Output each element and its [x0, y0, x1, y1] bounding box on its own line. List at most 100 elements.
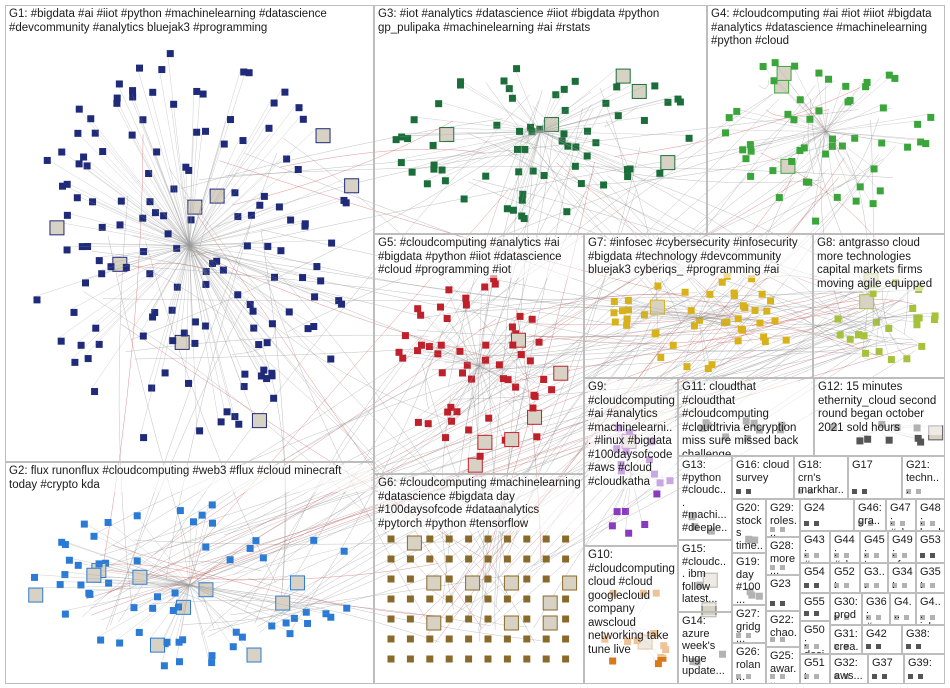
group-panel-g40: G4... [890, 593, 916, 625]
group-panel-g34: G34: #ho... [888, 563, 916, 593]
group-panel-g32: G32: aws... [830, 654, 868, 684]
group-panel-g50: G50: desi... [800, 621, 830, 654]
group-panel-g54: G54 [800, 563, 830, 593]
group-panel-g38: G38: [902, 625, 945, 654]
group-label-g27: G27: gridg... [736, 608, 763, 643]
group-label-g3: G3: #iot #analytics #datascience #iiot #… [378, 8, 704, 35]
group-panel-g17: G17 [848, 456, 902, 499]
group-label-g39: G39: [908, 657, 942, 670]
group-label-g30: G30: prod... [834, 596, 859, 625]
group-panel-g51: G51: crea... [800, 654, 830, 684]
group-label-g31: G31: crea... [834, 628, 859, 654]
group-label-g52: G52: ceo [834, 566, 857, 593]
group-panel-g28: G28: more... [766, 537, 800, 575]
group-panel-g36: G36: #v... [862, 593, 890, 625]
group-label-g18: G18: crn's markhar... [798, 459, 845, 499]
group-panel-g53: G53 [916, 531, 945, 563]
group-panel-g6: G6: #cloudcomputing #machinelearning #da… [374, 474, 584, 684]
group-label-g17: G17 [852, 459, 899, 472]
group-label-g2: G2: flux runonflux #cloudcomputing #web3… [9, 465, 371, 492]
group-panel-g31: G31: crea... [830, 625, 862, 654]
group-panel-g13: G13: #python #cloudc... #machi... #deepl… [678, 456, 732, 540]
group-label-g50: G50: desi... [804, 624, 827, 654]
group-panel-g29: G29: roles... [766, 499, 800, 537]
group-label-g5: G5: #cloudcomputing #analytics #ai #bigd… [378, 237, 581, 278]
group-label-g16: G16: cloud survey [736, 459, 791, 484]
group-panel-g11: G11: cloudthat #cloudthat #cloudcomputin… [678, 378, 814, 456]
group-label-g20: G20: stocks time... [736, 502, 763, 553]
group-label-g54: G54 [804, 566, 827, 579]
group-panel-g3: G3: #iot #analytics #datascience #iiot #… [374, 5, 707, 234]
group-panel-g2: G2: flux runonflux #cloudcomputing #web3… [5, 462, 374, 684]
group-label-g14: G14: azure week's huge update... [682, 615, 729, 678]
group-label-g19: G19: day #100... [736, 556, 763, 605]
group-panel-g52: G52: ceo [830, 563, 860, 593]
group-panel-g9: G9: #cloudcomputing #ai #analytics #mach… [584, 378, 678, 546]
group-label-g33: G3... [864, 566, 885, 591]
group-label-g34: G34: #ho... [892, 566, 913, 593]
group-panel-g1: G1: #bigdata #ai #iiot #python #machinel… [5, 5, 374, 462]
group-label-g43: G43: #cy... [804, 534, 827, 563]
group-label-g41: G4... job... [920, 596, 942, 625]
group-panel-g15: G15: #cloudc... ibm follow latest... [678, 540, 732, 612]
group-label-g4: G4: #cloudcomputing #ai #iot #iiot #bigd… [711, 8, 942, 49]
group-panel-g20: G20: stocks time... [732, 499, 766, 553]
group-label-g45: G45: top... [864, 534, 885, 563]
group-panel-g41: G4... job... [916, 593, 945, 625]
group-label-g23: G23 [770, 578, 797, 591]
group-panel-g27: G27: gridg... [732, 605, 766, 643]
group-label-g26: G26: rolan... [736, 646, 763, 684]
group-label-g40: G4... [894, 596, 913, 621]
group-label-g42: G42 [866, 628, 899, 641]
group-label-g21: G21: techn... leader... [906, 459, 942, 499]
group-label-g36: G36: #v... [866, 596, 887, 625]
group-label-g47: G47: #clo... [890, 502, 913, 531]
group-panel-g25: G25: awar... [766, 647, 800, 684]
group-label-g7: G7: #infosec #cybersecurity #infosecurit… [588, 237, 810, 278]
group-label-g9: G9: #cloudcomputing #ai #analytics #mach… [588, 381, 675, 489]
group-panel-g44: G44: #cl... [830, 531, 860, 563]
group-panel-g23: G23 [766, 575, 800, 611]
group-label-g10: G10: #cloudcomputing cloud #cloud google… [588, 549, 675, 657]
group-panel-g18: G18: crn's markhar... [794, 456, 848, 499]
group-label-g46: G46: gra... [858, 502, 883, 531]
group-label-g49: G49: sfo... [892, 534, 913, 563]
group-panel-g30: G30: prod... [830, 593, 862, 625]
group-panel-g5: G5: #cloudcomputing #analytics #ai #bigd… [374, 234, 584, 474]
group-panel-g55: G55 [800, 593, 830, 621]
group-panel-g37: G37 [868, 654, 904, 684]
group-panel-g21: G21: techn... leader... [902, 456, 945, 499]
group-panel-g14: G14: azure week's huge update... [678, 612, 732, 684]
group-label-g51: G51: crea... [804, 657, 827, 684]
group-panel-g33: G3... [860, 563, 888, 593]
group-panel-g39: G39: [904, 654, 945, 684]
group-panel-g7: G7: #infosec #cybersecurity #infosecurit… [584, 234, 813, 378]
group-label-g32: G32: aws... [834, 657, 865, 682]
group-panel-g10: G10: #cloudcomputing cloud #cloud google… [584, 546, 678, 684]
group-panel-g42: G42 [862, 625, 902, 654]
group-label-g44: G44: #cl... [834, 534, 857, 563]
group-label-g24: G24 [804, 502, 851, 515]
group-panel-g43: G43: #cy... [800, 531, 830, 563]
group-label-g25: G25: awar... [770, 650, 797, 684]
group-panel-g19: G19: day #100... [732, 553, 766, 605]
group-panel-g12: G12: 15 minutes ethernity_cloud second r… [814, 378, 945, 456]
group-panel-g47: G47: #clo... [886, 499, 916, 531]
group-panel-g4: G4: #cloudcomputing #ai #iot #iiot #bigd… [707, 5, 945, 234]
group-panel-g22: G22: chao... [766, 611, 800, 647]
group-label-g15: G15: #cloudc... ibm follow latest... [682, 543, 729, 606]
group-label-g29: G29: roles... [770, 502, 797, 537]
group-label-g48: G48: lead... [920, 502, 942, 531]
group-label-g13: G13: #python #cloudc... #machi... #deepl… [682, 459, 729, 540]
group-label-g28: G28: more... [770, 540, 797, 575]
group-label-g11: G11: cloudthat #cloudthat #cloudcomputin… [682, 381, 811, 456]
group-panel-g45: G45: top... [860, 531, 888, 563]
group-label-g1: G1: #bigdata #ai #iiot #python #machinel… [9, 8, 371, 35]
group-panel-g8: G8: antgrasso cloud more technologies ca… [813, 234, 945, 378]
group-label-g55: G55 [804, 596, 827, 609]
group-panel-g35: G35: aut... [916, 563, 945, 593]
group-panel-g48: G48: lead... [916, 499, 945, 531]
group-panel-g24: G24 [800, 499, 854, 531]
group-panel-g49: G49: sfo... [888, 531, 916, 563]
group-label-g22: G22: chao... [770, 614, 797, 647]
